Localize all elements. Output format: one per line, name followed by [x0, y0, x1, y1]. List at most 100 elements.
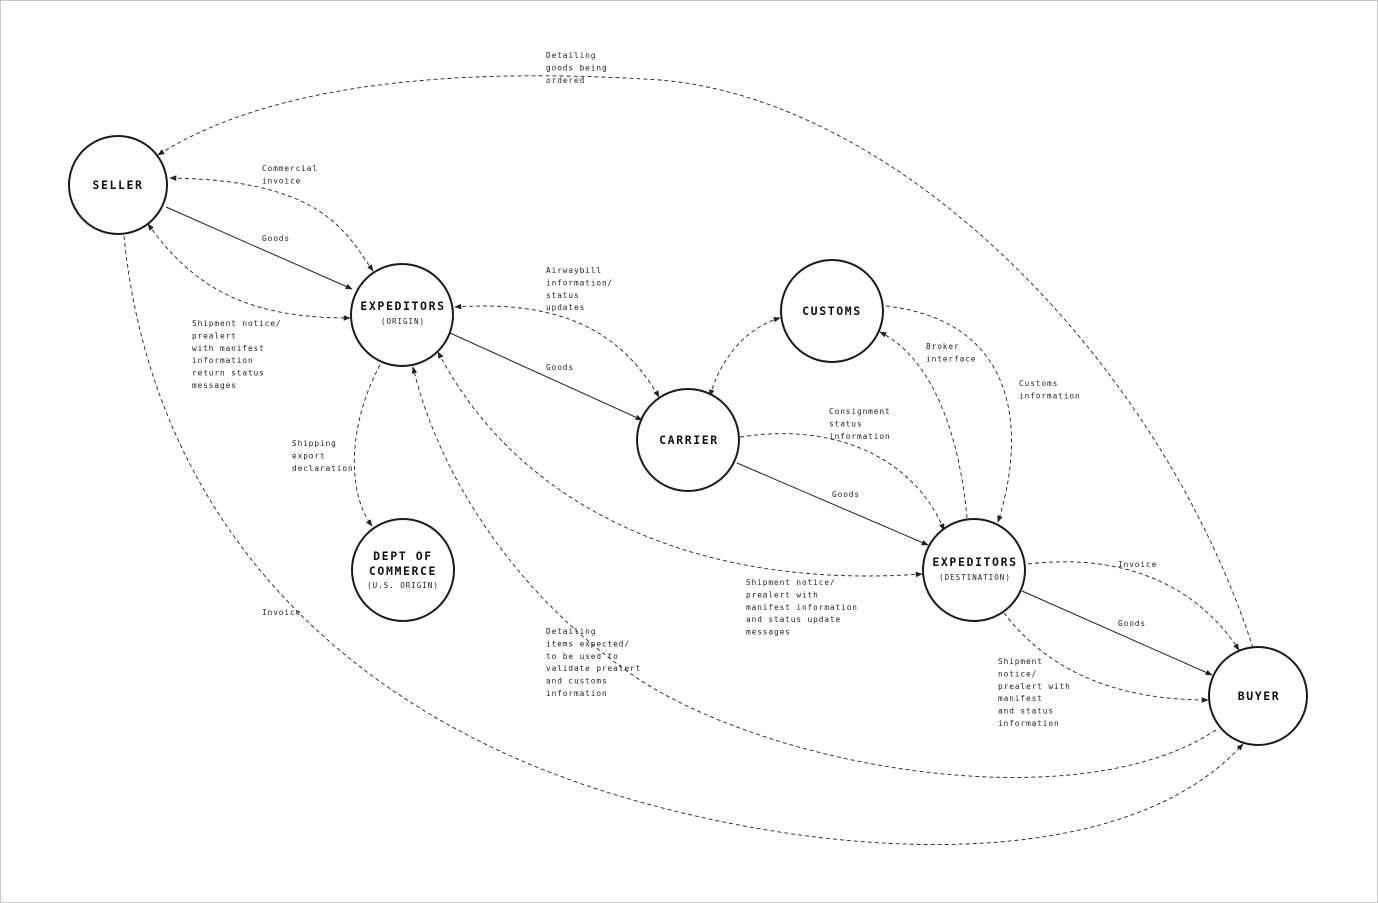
label-line: with manifest	[192, 344, 265, 353]
label-detailing-items: Detailing items expected/to be used to val…	[546, 627, 641, 698]
label-line: messages	[746, 628, 791, 637]
edge-commercial-invoice	[169, 175, 374, 272]
node-dept-commerce: DEPT OF COMMERCE (U.S. ORIGIN)	[351, 518, 455, 622]
label-commercial-invoice: Commercial invoice	[262, 164, 318, 185]
expeditors-destination-title: EXPEDITORS	[932, 555, 1017, 569]
edge-export-declaration	[353, 364, 381, 527]
dept-commerce-title-1: DEPT OF	[373, 549, 433, 563]
label-shipping-export: Shipping export declaration	[292, 439, 354, 473]
label-detailing-goods: Detailing goods being ordered	[546, 51, 608, 85]
label-line: Commercial	[262, 164, 318, 173]
label-goods-1: Goods	[262, 234, 290, 243]
label-line: Goods	[1118, 619, 1146, 628]
label-line: ordered	[546, 76, 585, 85]
label-line: Shipping	[292, 439, 337, 448]
label-invoice-right: Invoice	[1118, 560, 1157, 569]
edge-consignment-status	[739, 433, 945, 531]
label-invoice-left: Invoice	[262, 608, 301, 617]
label-line: Goods	[262, 234, 290, 243]
edge-buyer-seller-order	[157, 75, 1254, 649]
label-line: invoice	[262, 176, 301, 185]
label-line: information	[829, 432, 891, 441]
label-line: to be used to	[546, 652, 619, 661]
expeditors-origin-title: EXPEDITORS	[360, 299, 445, 313]
label-line: interface	[926, 354, 976, 363]
dept-commerce-sub: (U.S. ORIGIN)	[367, 581, 439, 590]
label-line: Goods	[832, 490, 860, 499]
node-expeditors-destination: EXPEDITORS (DESTINATION)	[922, 518, 1026, 622]
label-line: notice/	[998, 669, 1037, 678]
edge-goods-origin-carrier	[449, 332, 643, 421]
label-line: return status	[192, 369, 265, 378]
label-shipment-notice-1: Shipment notice/prealert with manifest inf…	[192, 319, 282, 390]
edge-goods-carrier-dest	[736, 462, 929, 546]
label-line: Shipment notice/	[192, 319, 282, 328]
node-buyer: BUYER	[1208, 646, 1308, 746]
node-expeditors-origin: EXPEDITORS (ORIGIN)	[350, 263, 454, 367]
label-line: information/	[546, 278, 613, 287]
label-line: Consignment	[829, 407, 891, 416]
edge-shipment-notice-buyer	[1003, 612, 1209, 703]
label-line: and customs	[546, 677, 608, 686]
label-line: information	[192, 356, 254, 365]
label-line: declaration	[292, 464, 354, 473]
label-line: Shipment	[998, 657, 1043, 666]
label-line: information	[1019, 391, 1081, 400]
label-line: Goods	[546, 363, 574, 372]
expeditors-origin-sub: (ORIGIN)	[381, 317, 425, 326]
edge-customs-information	[885, 305, 1012, 523]
label-line: prealert with	[998, 682, 1071, 691]
label-line: messages	[192, 381, 237, 390]
label-line: Detailing	[546, 627, 596, 636]
label-line: Broker	[926, 342, 960, 351]
label-shipment-notice-3: Shipment notice/prealert with manifest and …	[998, 657, 1071, 728]
label-line: manifest information	[746, 603, 858, 612]
label-line: manifest	[998, 694, 1043, 703]
label-line: Shipment notice/	[746, 578, 836, 587]
label-line: validate prealert	[546, 664, 641, 673]
edge-detailing-items	[411, 366, 1217, 778]
label-goods-4: Goods	[1118, 619, 1146, 628]
label-airwaybill: Airwaybill information/status updates	[546, 266, 613, 312]
label-customs-information: Customs information	[1019, 379, 1081, 400]
edge-goods-dest-buyer	[1021, 590, 1213, 676]
label-line: Invoice	[1118, 560, 1157, 569]
label-line: status	[546, 291, 580, 300]
label-line: Invoice	[262, 608, 301, 617]
label-broker-interface: Broker interface	[926, 342, 976, 363]
label-line: prealert with	[746, 590, 819, 599]
buyer-title: BUYER	[1238, 689, 1281, 703]
node-seller: SELLER	[68, 135, 168, 235]
label-goods-3: Goods	[832, 490, 860, 499]
label-line: updates	[546, 303, 585, 312]
dept-commerce-title-2: COMMERCE	[369, 564, 437, 578]
seller-title: SELLER	[92, 178, 143, 192]
edge-broker-interface	[879, 331, 968, 519]
label-line: and status update	[746, 615, 841, 624]
label-shipment-notice-2: Shipment notice/prealert with manifest in…	[746, 578, 858, 637]
label-line: Detailing	[546, 51, 596, 60]
label-line: information	[546, 689, 608, 698]
label-line: items expected/	[546, 639, 630, 648]
edge-invoice-seller-buyer	[123, 235, 1244, 845]
carrier-title: CARRIER	[659, 433, 719, 447]
node-customs: CUSTOMS	[780, 259, 884, 363]
label-line: prealert	[192, 331, 237, 340]
expeditors-destination-sub: (DESTINATION)	[939, 573, 1011, 582]
label-line: and status	[998, 707, 1054, 716]
edge-airwaybill	[454, 303, 660, 398]
label-line: Airwaybill	[546, 266, 602, 275]
edge-shipment-notice-origin	[147, 223, 351, 321]
label-goods-2: Goods	[546, 363, 574, 372]
edge-shipment-notice-dest	[437, 351, 923, 578]
label-line: export	[292, 451, 326, 460]
label-line: status	[829, 419, 863, 428]
edge-customs-carrier	[708, 317, 781, 397]
label-line: information	[998, 719, 1060, 728]
customs-title: CUSTOMS	[802, 304, 862, 318]
label-line: Customs	[1019, 379, 1058, 388]
label-line: goods being	[546, 63, 608, 72]
node-carrier: CARRIER	[636, 388, 740, 492]
edge-goods-seller-origin	[165, 206, 353, 290]
